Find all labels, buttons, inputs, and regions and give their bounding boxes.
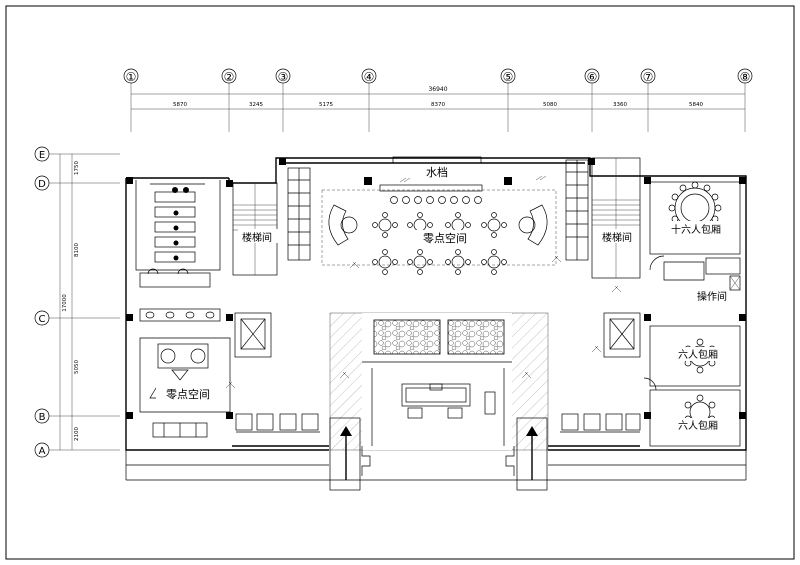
span-4: 8370: [431, 102, 445, 108]
entrance-right: [505, 417, 548, 491]
window-benches-left: [235, 413, 320, 433]
grid-axis-1: ①: [123, 68, 139, 132]
lounge-left: 零点空间: [139, 337, 231, 438]
vspan-2: 8100: [74, 243, 80, 257]
curved-sofas: [328, 204, 548, 246]
operation-room: 操作间: [649, 255, 741, 303]
private-room-6a: 六人包厢: [643, 325, 741, 391]
row-label-C: C: [39, 314, 46, 325]
restroom: [135, 180, 221, 288]
row-label-A: A: [39, 446, 46, 457]
span-2: 3245: [249, 102, 263, 108]
grid-row-A: A: [34, 442, 120, 458]
lounge-tables: [372, 212, 507, 275]
plant-symbols: [225, 175, 622, 389]
grid-row-E: E: [34, 146, 120, 162]
span-6: 3360: [613, 102, 627, 108]
grid-axis-5: ⑤: [500, 68, 516, 132]
vspan-1: 1750: [74, 161, 80, 175]
lobby: [329, 312, 549, 451]
grid-row-D: D: [34, 175, 120, 191]
lounge-center-label: 零点空间: [423, 231, 467, 245]
axis-label-2: ②: [224, 70, 235, 84]
span-7: 5840: [689, 102, 703, 108]
column-axis-group: 36940 ① ② ③ ④ ⑤ ⑥: [123, 68, 753, 132]
lounge-left-label: 零点空间: [166, 387, 210, 401]
row-label-E: E: [39, 150, 45, 161]
elevator-left: [234, 312, 272, 358]
booth-seating-right: [565, 159, 589, 261]
grid-axis-8: ⑧: [737, 68, 753, 132]
sheet-border: [5, 5, 795, 560]
window-benches-right: [560, 413, 641, 433]
vspan-4: 2100: [74, 427, 80, 441]
grid-axis-2: ②: [221, 68, 237, 132]
grid-axis-3: ③: [275, 68, 291, 132]
axis-label-5: ⑤: [503, 70, 514, 84]
stair-right-label: 楼梯间: [602, 231, 632, 244]
operation-room-label: 操作间: [697, 290, 727, 303]
axis-label-6: ⑥: [587, 70, 598, 84]
private-room-6a-label: 六人包厢: [678, 348, 718, 361]
row-label-D: D: [38, 179, 46, 190]
water-bar-label: 水档: [426, 165, 448, 179]
stair-left: 楼梯间: [232, 182, 278, 276]
lobby-sofa-set: [401, 383, 496, 419]
axis-label-3: ③: [278, 70, 289, 84]
grid-row-B: B: [34, 408, 120, 424]
sink-counter: [139, 308, 221, 322]
private-room-6b: 六人包厢: [649, 389, 741, 447]
axis-label-8: ⑧: [740, 70, 751, 84]
dimension-vertical-total: 17000: [62, 294, 68, 312]
grid-row-C: C: [34, 310, 120, 326]
booth-seating-left: [287, 167, 311, 261]
stair-right: 楼梯间: [591, 157, 641, 279]
grid-axis-7: ⑦: [640, 68, 656, 132]
dimension-total: 36940: [428, 86, 447, 93]
axis-label-1: ①: [126, 70, 137, 84]
grid-axis-6: ⑥: [584, 68, 600, 132]
private-room-16-label: 十六人包厢: [671, 223, 721, 236]
vspan-3: 5050: [74, 360, 80, 374]
span-5: 5080: [543, 102, 557, 108]
private-room-6b-label: 六人包厢: [678, 419, 718, 432]
entrance-left: [329, 417, 371, 491]
lounge-boundary: [321, 189, 557, 266]
stair-left-label: 楼梯间: [242, 231, 272, 244]
water-bar: 水档: [379, 156, 483, 204]
private-room-16: 十六人包厢: [649, 181, 741, 255]
axis-label-7: ⑦: [643, 70, 654, 84]
span-3: 5175: [319, 102, 333, 108]
row-axis-group: 17000 1750 8100 5050 2100 E D C B A: [34, 146, 120, 458]
elevator-right: [603, 312, 641, 358]
row-label-B: B: [39, 412, 46, 423]
span-1: 5870: [173, 102, 187, 108]
axis-label-4: ④: [364, 70, 375, 84]
grid-axis-4: ④: [361, 68, 377, 132]
